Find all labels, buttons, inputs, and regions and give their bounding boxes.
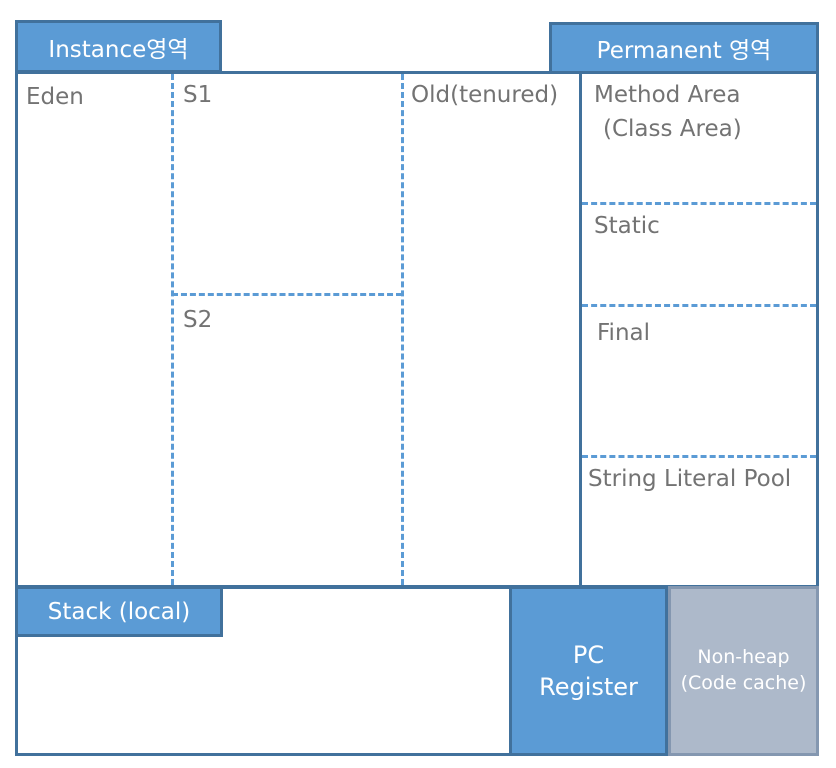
- method-static-divider: [582, 202, 816, 205]
- pc-register-box: PC Register: [509, 586, 668, 756]
- method-area-label: Method Area: [594, 82, 741, 108]
- final-label: Final: [597, 320, 651, 346]
- pc-register-line2: Register: [539, 673, 638, 701]
- permanent-area-tab: Permanent 영역: [549, 22, 819, 74]
- eden-label: Eden: [26, 84, 84, 110]
- instance-area-tab: Instance영역: [15, 20, 222, 73]
- survivor-old-divider: [401, 74, 404, 585]
- pc-register-line1: PC: [572, 640, 605, 669]
- static-final-divider: [582, 304, 816, 307]
- non-heap-line2: (Code cache): [680, 672, 807, 694]
- non-heap-box: Non-heap (Code cache): [668, 586, 819, 756]
- s2-label: S2: [183, 307, 213, 333]
- final-pool-divider: [582, 455, 816, 458]
- s1-s2-divider: [172, 293, 402, 296]
- old-label: Old(tenured): [411, 82, 559, 108]
- static-label: Static: [594, 213, 660, 239]
- string-literal-pool-label: String Literal Pool: [588, 466, 792, 492]
- permanent-divider: [579, 74, 582, 585]
- stack-area-tab: Stack (local): [15, 586, 223, 637]
- s1-label: S1: [183, 82, 213, 108]
- class-area-label: (Class Area): [603, 116, 742, 142]
- memory-frame: [15, 71, 819, 588]
- non-heap-line1: Non-heap: [697, 646, 790, 669]
- eden-survivor-divider: [171, 74, 174, 585]
